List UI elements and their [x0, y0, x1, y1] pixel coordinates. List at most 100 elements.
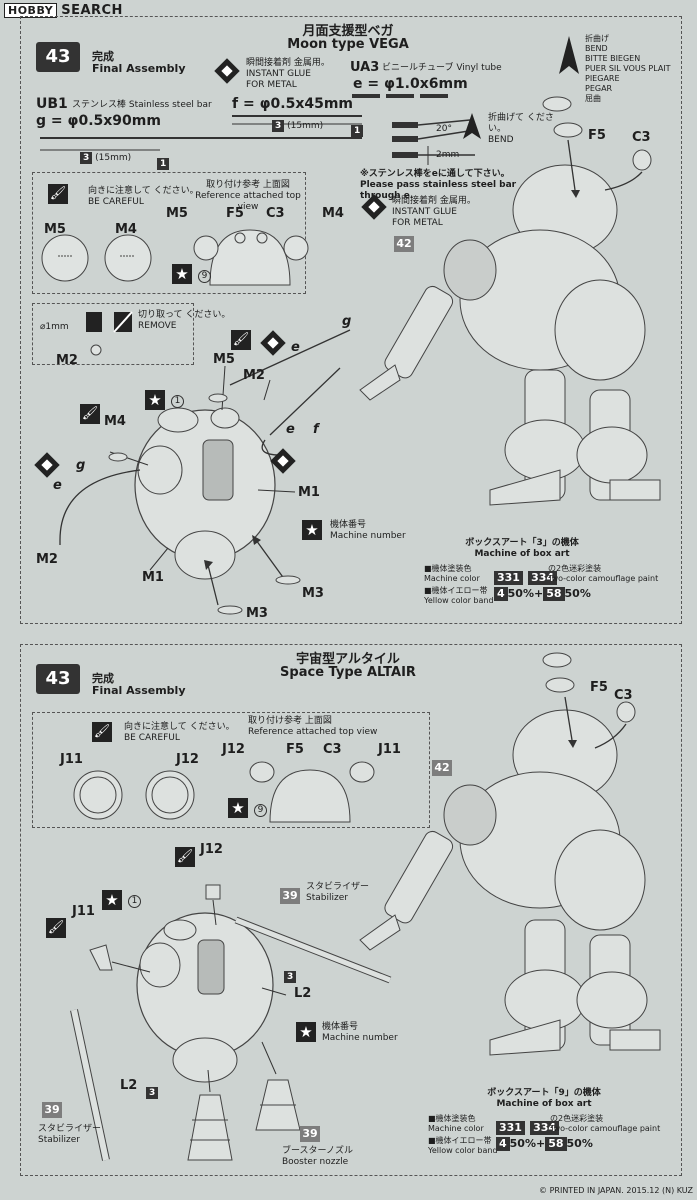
camo-jp: の2色迷彩塗装 — [548, 564, 602, 573]
top-title-en: Moon type VEGA — [287, 37, 409, 52]
part-g-main: g — [342, 314, 352, 329]
part-j11-ref: J11 — [378, 742, 401, 757]
part-m1-2: M1 — [142, 570, 164, 585]
paint-brush-icon-j11: 🖌 — [46, 918, 66, 938]
glue-note-2: 瞬間接着剤 金属用。 INSTANT GLUE FOR METAL — [392, 196, 476, 229]
bend-legend-0: 折曲げ — [585, 34, 609, 43]
machine-no-top: 機体番号 Machine number — [330, 520, 406, 542]
machine-color-en: Machine color — [424, 574, 480, 583]
part-f5-main: F5 — [588, 128, 606, 143]
part-g-2: g — [76, 458, 86, 473]
part-c3-b: C3 — [614, 688, 633, 703]
paint-334-b: 334 — [530, 1121, 560, 1135]
num-1-g-box: 1 — [157, 151, 170, 170]
part-j11-label: J11 — [60, 752, 83, 767]
paint-brush-icon-b: 🖌 — [92, 722, 112, 742]
bend-legend-2: BITTE BIEGEN — [585, 54, 641, 63]
bend-legend-3: PUER SIL VOUS PLAIT — [585, 64, 671, 73]
glue-en2-2: FOR METAL — [392, 218, 443, 228]
boxart-en: Machine of box art — [474, 549, 570, 559]
nozzle-en: Booster nozzle — [282, 1157, 349, 1167]
site-name: SEARCH — [61, 3, 123, 18]
step39-stab-top: 39 — [280, 888, 300, 904]
stab-en: Stabilizer — [306, 893, 348, 903]
bottom-title-en: Space Type ALTAIR — [280, 665, 416, 680]
glue-en1-2: INSTANT GLUE — [392, 207, 457, 217]
star-icon-b2: ★ — [102, 890, 122, 910]
part-m5-ref: M5 — [166, 206, 188, 221]
print-footer: © PRINTED IN JAPAN. 2015.12 (N) KUZ — [539, 1186, 693, 1195]
circled-9-b: 9 — [254, 804, 267, 817]
boxart-title-bottom: ボックスアート「9」の機体 Machine of box art — [474, 1088, 614, 1110]
e-formula: e = φ1.0x6mm — [353, 76, 468, 92]
bend-arrow-icon — [559, 36, 579, 74]
paint-331-b: 331 — [496, 1121, 525, 1135]
num-3-l2b: 3 — [146, 1087, 159, 1099]
step42-ref-top: 42 — [394, 236, 414, 252]
step39-nozzle: 39 — [300, 1126, 320, 1142]
site-watermark: HOBBY SEARCH — [4, 3, 123, 18]
mix-1-b: 50%+ — [509, 1137, 546, 1150]
mix-1: 50%+ — [507, 587, 544, 600]
camo-en-b: Two-color camouflage paint — [550, 1124, 661, 1133]
stab-label-bottom: スタビライザー Stabilizer — [38, 1124, 101, 1146]
bend-note-en: BEND — [488, 135, 514, 145]
camo-label-b: の2色迷彩塗装 Two-color camouflage paint — [550, 1114, 660, 1134]
num-1-f: 1 — [351, 125, 364, 137]
careful-box-top — [32, 172, 306, 294]
step-number-top: 43 — [36, 42, 80, 72]
num-3-l2: 3 — [284, 971, 297, 983]
step-number-bottom: 43 — [36, 664, 80, 694]
part-m3-main: M3 — [302, 586, 324, 601]
bend-legend-5: PEGAR — [585, 84, 613, 93]
part-m2-main: M2 — [243, 368, 265, 383]
circled-1-b: 1 — [128, 895, 141, 908]
careful-jp: 向きに注意して ください。 — [88, 186, 199, 196]
paint-brush-icon-j12: 🖌 — [175, 847, 195, 867]
top-title-jp: 月面支援型ベガ — [302, 24, 394, 39]
ref-en: Reference attached top view — [195, 191, 301, 212]
careful-en: BE CAREFUL — [88, 197, 144, 207]
part-m4-ref: M4 — [322, 206, 344, 221]
bend-legend-1: BEND — [585, 44, 608, 53]
pass-note-en: Please pass stainless steel bar through … — [360, 180, 517, 201]
paint-58: 58 — [543, 587, 565, 601]
paint-334: 334 — [528, 571, 558, 585]
bend-legend-6: 屈曲 — [585, 94, 601, 103]
part-e-main: e — [291, 340, 300, 355]
yellow-jp-b: ■機体イエロー帯 — [428, 1136, 492, 1145]
mix-2-b: 50% — [566, 1137, 593, 1150]
circled-1-main: 1 — [171, 395, 184, 408]
machine-color-label-b: ■機体塗装色 Machine color — [428, 1114, 484, 1134]
remove-jp: 切り取って ください。 — [138, 310, 231, 320]
paint-brush-icon-m5: 🖌 — [231, 330, 251, 350]
glue-jp-2: 瞬間接着剤 金属用。 — [392, 196, 476, 206]
final-jp-top: 完成 — [92, 50, 114, 63]
part-e-3: e — [53, 478, 62, 493]
part-m5-main: M5 — [213, 352, 235, 367]
camo-en: Two-color camouflage paint — [548, 574, 659, 583]
stab-label-top: スタビライザー Stabilizer — [306, 882, 369, 904]
part-m4-label: M4 — [115, 222, 137, 237]
nozzle-label: ブースターノズル Booster nozzle — [282, 1146, 353, 1168]
part-f5-ref: F5 — [226, 206, 244, 221]
part-m1-main: M1 — [298, 485, 320, 500]
yellow-en: Yellow color band — [424, 596, 494, 605]
boxart-title-top: ボックスアート「3」の機体 Machine of box art — [452, 538, 592, 560]
ref-note-bottom: 取り付け参考 上面図 Reference attached top view — [248, 716, 388, 738]
bottom-title-jp: 宇宙型アルタイル — [296, 652, 400, 667]
part-m5-label: M5 — [44, 222, 66, 237]
yellow-jp: ■機体イエロー帯 — [424, 586, 488, 595]
step39-stab-bottom: 39 — [42, 1102, 62, 1118]
machine-color-jp: ■機体塗装色 — [424, 564, 472, 573]
num-3-g: 3 — [80, 152, 93, 164]
yellow-en-b: Yellow color band — [428, 1146, 498, 1155]
glue-en2: FOR METAL — [246, 80, 297, 90]
machine-no-jp-b: 機体番号 — [322, 1022, 359, 1032]
glue-note-top: 瞬間接着剤 金属用。 INSTANT GLUE FOR METAL — [246, 58, 330, 91]
part-c3-ref: C3 — [266, 206, 285, 221]
bend-note: 折曲げて ください。 BEND — [488, 113, 558, 146]
